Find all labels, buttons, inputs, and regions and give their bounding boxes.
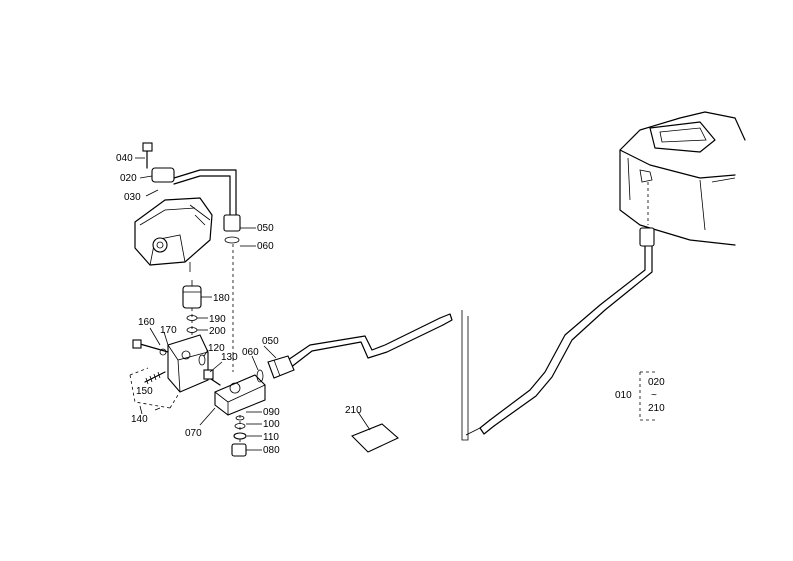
label-150: 150: [136, 386, 153, 397]
fitting-050-060-top: [223, 214, 241, 372]
label-160: 160: [138, 317, 155, 328]
label-060b: 060: [242, 347, 259, 358]
label-040: 040: [116, 153, 133, 164]
screw-150: [129, 367, 179, 415]
ring-120: [198, 354, 206, 366]
drain-stack: [231, 415, 247, 457]
label-020: 020: [120, 173, 137, 184]
return-line: [284, 310, 469, 441]
part-180: [182, 280, 202, 340]
label-130: 130: [221, 352, 238, 363]
label-050b: 050: [262, 336, 279, 347]
pump-shaft: [152, 237, 168, 253]
valve-body: [167, 334, 266, 416]
label-110: 110: [263, 432, 279, 443]
gasket-210: [351, 411, 399, 453]
label-200: 200: [209, 326, 226, 337]
label-170: 170: [160, 325, 177, 336]
fitting-050-060-side: [256, 355, 295, 383]
pipe-fitting-top: [639, 227, 655, 247]
label-030: 030: [124, 192, 141, 203]
pump-bolt: [142, 142, 153, 152]
label-180: 180: [213, 293, 230, 304]
bolt-160-170: [132, 339, 169, 356]
label-120: 120: [208, 343, 225, 354]
label-080: 080: [263, 445, 280, 456]
legend-main: 010: [615, 390, 632, 401]
label-100: 100: [263, 419, 280, 430]
label-210: 210: [345, 405, 362, 416]
label-090: 090: [263, 407, 280, 418]
label-140: 140: [131, 414, 148, 425]
plug-130: [203, 369, 214, 380]
label-190: 190: [209, 314, 226, 325]
fuel-pump: [134, 142, 237, 272]
label-050a: 050: [257, 223, 274, 234]
fuel-tank: [619, 111, 746, 246]
leader-lines: [135, 157, 277, 451]
legend-sub2: 210: [648, 403, 665, 414]
label-070: 070: [185, 428, 202, 439]
legend-tilde: ~: [651, 390, 657, 401]
legend-sub1: 020: [648, 377, 665, 388]
pump-banjo: [151, 167, 175, 183]
label-060a: 060: [257, 241, 274, 252]
legend-bracket: [639, 371, 655, 421]
fuel-pipe-right: [465, 227, 655, 436]
